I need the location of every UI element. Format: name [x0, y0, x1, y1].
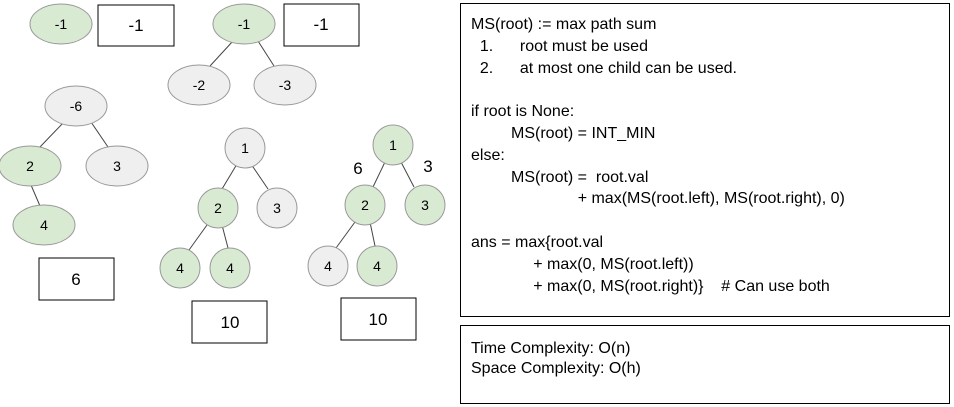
- explanation-line: + max(0, MS(root.right)} # Can use both: [471, 277, 830, 295]
- tree-3-node-left-label: 2: [26, 158, 34, 174]
- tree-4-node-left-right-label: 4: [226, 260, 234, 276]
- tree-5-edge: [372, 161, 386, 188]
- tree-2-node-left-label: -2: [193, 77, 206, 93]
- tree-2-node-root: [212, 3, 276, 45]
- tree-2: -1 -2 -3 -1: [167, 3, 360, 106]
- tree-2-node-left: [167, 64, 231, 106]
- tree-2-node-right-label: -3: [279, 77, 292, 93]
- explanation-line: + max(0, MS(root.left)): [471, 255, 694, 273]
- explanation-line: 2. at most one child can be used.: [471, 59, 737, 77]
- tree-4-node-right-label: 3: [273, 200, 281, 216]
- tree-3-node-root-label: -6: [70, 98, 83, 114]
- tree-4: 1 2 3 4 4 10: [159, 127, 298, 344]
- tree-4-node-left-left-label: 4: [176, 260, 184, 276]
- tree-5-node-right-label: 3: [421, 197, 429, 213]
- explanation-panel: MS(root) := max path sum 1. root must be…: [460, 3, 950, 317]
- time-complexity: Time Complexity: O(n): [471, 340, 631, 357]
- tree-1-answer: -1: [128, 16, 143, 35]
- tree-5-node-left-left-label: 4: [324, 258, 332, 274]
- tree-5-left-gain-label: 6: [353, 159, 362, 178]
- tree-5-node-root-label: 1: [389, 137, 397, 153]
- tree-3: -6 2 3 4 6: [0, 85, 149, 301]
- tree-3-node-right: [85, 145, 149, 187]
- tree-4-node-root-label: 1: [241, 140, 249, 156]
- tree-5-edge: [369, 221, 376, 247]
- tree-4-node-left-left: [159, 247, 201, 289]
- tree-3-node-left-child: [12, 204, 76, 246]
- tree-1-node-root-label: -1: [55, 16, 68, 32]
- tree-2-edge: [209, 40, 234, 67]
- tree-1: -1 -1: [29, 3, 175, 47]
- tree-3-node-root: [44, 85, 108, 127]
- explanation-line: MS(root) = root.val: [471, 168, 649, 186]
- tree-3-edge: [90, 121, 109, 148]
- complexity-panel: Time Complexity: O(n) Space Complexity: …: [460, 325, 950, 404]
- tree-4-edge: [221, 224, 229, 249]
- explanation-line: + max(MS(root.left), MS(root.right), 0): [471, 190, 845, 208]
- tree-2-node-root-label: -1: [238, 16, 251, 32]
- tree-4-edge: [221, 163, 238, 190]
- explanation-line: MS(root) = INT_MIN: [471, 125, 656, 142]
- tree-2-answer: -1: [313, 15, 328, 34]
- tree-2-edge: [257, 40, 275, 67]
- tree-diagrams: -1 -1 -1 -2 -3 -1 -6 2 3: [0, 3, 446, 344]
- tree-4-answer-box: [191, 300, 268, 344]
- tree-2-node-right: [253, 64, 317, 106]
- tree-5-node-left-label: 2: [361, 197, 369, 213]
- tree-5-node-left: [344, 184, 386, 226]
- tree-4-edge: [188, 224, 208, 251]
- explanation-line: else:: [471, 146, 505, 164]
- tree-4-node-left-label: 2: [214, 200, 222, 216]
- tree-1-answer-box: [97, 4, 175, 47]
- tree-3-answer: 6: [71, 270, 80, 289]
- tree-5-answer: 10: [369, 310, 388, 329]
- space-complexity: Space Complexity: O(h): [471, 360, 641, 377]
- tree-5-edge: [400, 161, 415, 188]
- tree-4-node-right: [256, 187, 298, 229]
- tree-5-answer-box: [340, 297, 417, 341]
- tree-4-node-left-right: [209, 247, 251, 289]
- tree-4-answer: 10: [221, 313, 240, 332]
- tree-4-node-left: [197, 187, 239, 229]
- tree-3-node-left-child-label: 4: [40, 217, 48, 233]
- tree-3-node-left: [0, 145, 62, 187]
- tree-5-node-root: [372, 124, 414, 166]
- tree-3-edge: [30, 184, 41, 207]
- explanation-line: 1. root must be used: [471, 37, 648, 55]
- tree-5-node-left-right-label: 4: [373, 258, 381, 274]
- tree-3-node-right-label: 3: [113, 158, 121, 174]
- explanation-line: MS(root) := max path sum: [471, 16, 657, 33]
- tree-5-node-left-right: [356, 245, 398, 287]
- tree-4-edge: [250, 163, 269, 190]
- explanation-line: ans = max{root.val: [471, 234, 604, 251]
- tree-4-node-root: [224, 127, 266, 169]
- tree-5-edge: [335, 221, 356, 249]
- tree-3-edge: [38, 121, 65, 149]
- tree-2-answer-box: [283, 3, 360, 47]
- tree-5: 1 2 3 4 4 6 3 10: [307, 124, 446, 341]
- tree-3-answer-box: [38, 257, 115, 301]
- tree-1-node-root: [29, 3, 93, 45]
- tree-5-right-gain-label: 3: [423, 157, 432, 176]
- tree-5-node-right: [404, 184, 446, 226]
- tree-5-node-left-left: [307, 245, 349, 287]
- explanation-line: if root is None:: [471, 103, 575, 121]
